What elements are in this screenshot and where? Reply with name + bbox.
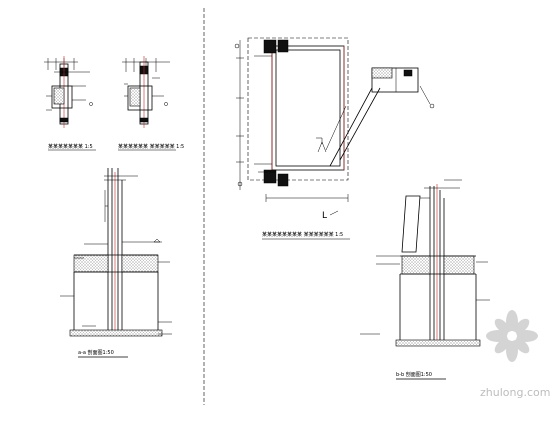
caption-top-left-2: 某某某某某某 某某某某某 1:5 <box>118 144 184 150</box>
section-a-a: a-a 剖面图1:50 <box>60 168 172 358</box>
watermark-flower-icon <box>486 310 538 362</box>
caption-section-a: a-a 剖面图1:50 <box>78 349 114 356</box>
plan-dimension-L: L <box>322 211 327 221</box>
plan-view: L 某某某某某某某某 某某某某某某 1:5 <box>234 37 435 240</box>
watermark-text: zhulong.com <box>480 386 550 399</box>
watermark: zhulong.com <box>480 310 550 399</box>
caption-top-left-1: 某某某某某某某 1:5 <box>48 144 93 150</box>
caption-section-b: b-b 剖面图1:50 <box>396 371 432 378</box>
detail-top-left-2: 某某某某某某 某某某某某 1:5 <box>118 56 184 151</box>
section-b-b: b-b 剖面图1:50 <box>360 179 490 380</box>
detail-top-left-1: 某某某某某某某 1:5 <box>44 56 96 151</box>
caption-plan: 某某某某某某某某 某某某某某某 1:5 <box>262 232 343 238</box>
